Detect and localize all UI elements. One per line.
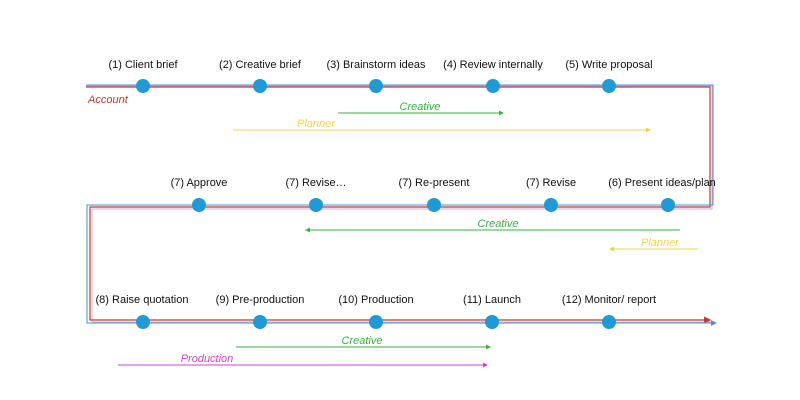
step-label: (10) Production: [338, 294, 413, 306]
step-label: (8) Raise quotation: [96, 294, 189, 306]
secondary-track: [86, 85, 714, 323]
step-node: [485, 315, 499, 329]
step-label: (3) Brainstorm ideas: [326, 59, 426, 71]
step-label: (6) Present ideas/plan: [608, 177, 716, 189]
step-label: (7) Re-present: [399, 177, 470, 189]
step-node: [369, 79, 383, 93]
step-node: [309, 198, 323, 212]
step-label: (7) Approve: [171, 177, 228, 189]
role-label-creative: Creative: [342, 335, 383, 347]
step-label: (7) Revise: [526, 177, 576, 189]
step-node: [602, 315, 616, 329]
account-track: [86, 86, 712, 324]
role-label-account: Account: [87, 94, 129, 106]
row-1: (1) Client brief (2) Creative brief (3) …: [87, 59, 653, 133]
row-2: (7) Approve (7) Revise… (7) Re-present (…: [171, 177, 716, 252]
step-node: [136, 315, 150, 329]
step-label: (7) Revise…: [285, 177, 346, 189]
role-label-production: Production: [181, 353, 234, 365]
step-label: (11) Launch: [463, 294, 521, 306]
role-label-planner: Planner: [297, 118, 336, 130]
step-node: [602, 79, 616, 93]
step-node: [253, 315, 267, 329]
step-node: [427, 198, 441, 212]
step-node: [369, 315, 383, 329]
role-label-creative: Creative: [478, 218, 519, 230]
main-track: [86, 84, 717, 326]
step-node: [486, 79, 500, 93]
step-label: (1) Client brief: [108, 59, 178, 71]
step-label: (5) Write proposal: [565, 59, 652, 71]
step-node: [136, 79, 150, 93]
step-label: (9) Pre-production: [216, 294, 305, 306]
step-node: [544, 198, 558, 212]
step-label: (12) Monitor/ report: [562, 294, 656, 306]
role-label-planner: Planner: [641, 237, 680, 249]
step-node: [661, 198, 675, 212]
step-label: (4) Review internally: [443, 59, 543, 71]
step-node: [192, 198, 206, 212]
row-3: (8) Raise quotation (9) Pre-production (…: [96, 294, 656, 368]
step-node: [253, 79, 267, 93]
role-label-creative: Creative: [400, 101, 441, 113]
step-label: (2) Creative brief: [219, 59, 302, 71]
